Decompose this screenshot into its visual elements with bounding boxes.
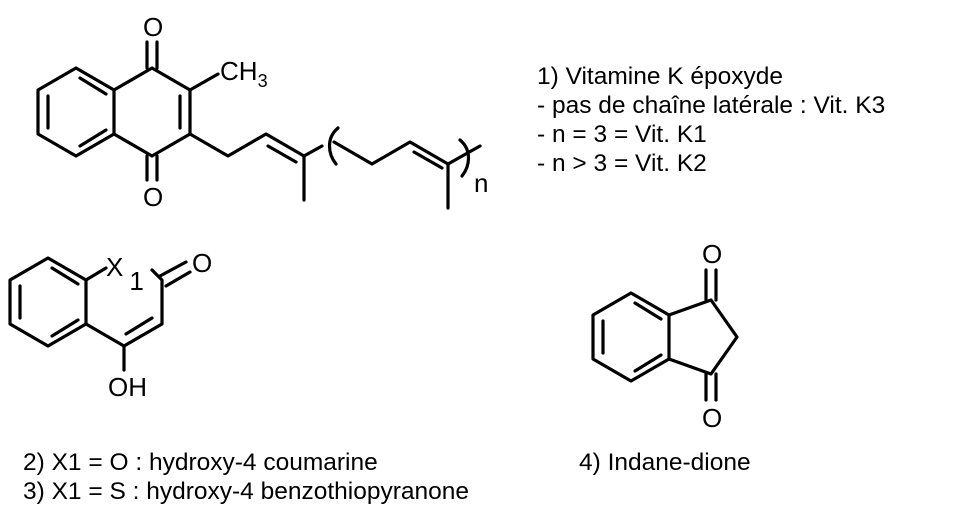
legend-line: - n > 3 = Vit. K2 xyxy=(537,150,707,177)
coumarin-ring-bond xyxy=(84,268,164,348)
coumarin-carbonyl-oxygen: O xyxy=(192,248,212,278)
coumarin-legend: 2) X1 = O : hydroxy-4 coumarine 3) X1 = … xyxy=(23,449,469,505)
legend-line: - pas de chaîne latérale : Vit. K3 xyxy=(537,92,885,119)
vitamin-k-methyl-bond xyxy=(188,72,220,92)
vitamin-k-chain-end-bond xyxy=(446,144,482,166)
vitamin-k-repeat-index: n xyxy=(474,168,488,198)
vitamin-k-methyl-label: CH3 xyxy=(220,56,268,91)
indanedione-five-ring xyxy=(667,298,739,376)
vitamin-k-aromatic-bond xyxy=(78,76,108,96)
vitamin-k-chain-bond xyxy=(302,144,324,158)
legend-line: 1) Vitamine K époxyde xyxy=(537,63,783,90)
legend-line: 3) X1 = S : hydroxy-4 benzothiopyranone xyxy=(23,478,469,505)
vitamin-k-structure: O O CH3 n xyxy=(36,12,488,212)
coumarin-hydroxyl-label: OH xyxy=(108,372,147,402)
vitamin-k-side-chain xyxy=(188,132,306,202)
coumarin-ring-double-bond xyxy=(124,316,154,336)
indanedione-oxygen-bottom: O xyxy=(702,403,722,433)
vitamin-k-repeat-double-bond xyxy=(412,150,444,170)
coumarin-aromatic-bond xyxy=(50,318,80,338)
vitamin-k-aromatic-bond xyxy=(78,128,108,148)
vitamin-k-repeat-bracket-left xyxy=(327,126,340,166)
coumarin-ring-bond xyxy=(84,266,108,282)
legend-line: - n = 3 = Vit. K1 xyxy=(537,121,707,148)
indanedione-legend: 4) Indane-dione xyxy=(579,449,751,476)
vitamin-k-legend: 1) Vitamine K époxyde - pas de chaîne la… xyxy=(537,63,885,177)
vitamin-k-chain-double-bond xyxy=(266,144,298,164)
vitamin-k-repeat-unit xyxy=(332,140,450,210)
indanedione-aromatic-bond xyxy=(633,301,663,321)
coumarin-carbonyl-bond xyxy=(164,270,192,288)
indanedione-structure: O O xyxy=(591,239,739,433)
vitamin-k-oxygen-top: O xyxy=(143,12,163,42)
coumarin-carbonyl-bond xyxy=(158,260,188,278)
legend-line: 4) Indane-dione xyxy=(579,449,751,476)
vitamin-k-oxygen-bottom: O xyxy=(143,182,163,212)
coumarin-aromatic-bond xyxy=(50,266,80,286)
vitamin-k-quinone-ring xyxy=(112,66,192,158)
vitamin-k-repeat-bracket-right xyxy=(458,138,471,178)
indanedione-oxygen-top: O xyxy=(702,239,722,269)
indanedione-aromatic-bond xyxy=(633,353,663,373)
legend-line: 2) X1 = O : hydroxy-4 coumarine xyxy=(23,449,378,476)
